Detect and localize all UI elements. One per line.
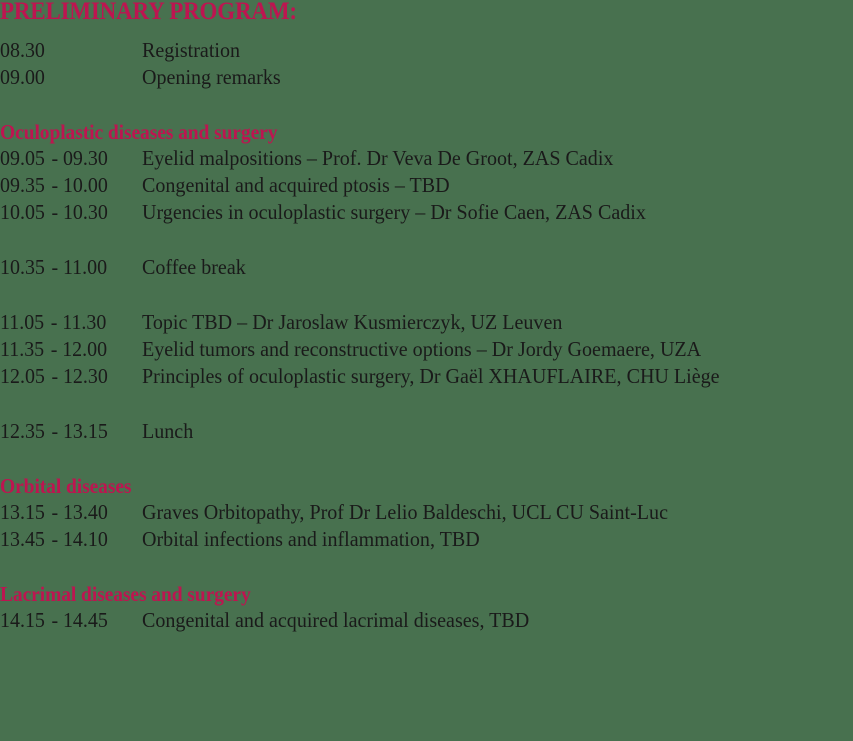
schedule-row-description: Principles of oculoplastic surgery, Dr G…	[142, 364, 720, 388]
time-end: 10.30	[62, 200, 108, 224]
schedule-row: 12.35-13.15 Lunch	[0, 419, 196, 443]
schedule-row-time: 10.35-11.00	[0, 255, 135, 279]
schedule-row-time: 08.30	[0, 38, 135, 62]
schedule-row: 09.35-10.00 Congenital and acquired ptosi…	[0, 173, 464, 197]
schedule-row-time: 11.05-11.30	[0, 310, 135, 334]
schedule-row: 11.05-11.30 Topic TBD – Dr Jaroslaw Kusmi…	[0, 310, 582, 334]
schedule-row-time: 13.45-14.10	[0, 527, 135, 551]
page-title: PRELIMINARY PROGRAM:	[0, 0, 297, 25]
section-heading: Lacrimal diseases and surgery	[0, 582, 251, 606]
time-end: 14.10	[62, 527, 108, 551]
time-start: 11.05	[0, 310, 45, 334]
schedule-row-description: Opening remarks	[142, 65, 281, 89]
time-range-dash: -	[51, 419, 59, 443]
schedule-row: 10.35-11.00 Coffee break	[0, 255, 251, 279]
schedule-row-time: 12.35-13.15	[0, 419, 135, 443]
schedule-row-time: 09.05-09.30	[0, 146, 135, 170]
time-start: 13.45	[0, 527, 45, 551]
schedule-row: 13.45-14.10 Orbital infections and inflam…	[0, 527, 496, 551]
schedule-row-description: Graves Orbitopathy, Prof Dr Lelio Baldes…	[142, 500, 668, 524]
schedule-row-time: 10.05-10.30	[0, 200, 135, 224]
time-start: 08.30	[0, 38, 45, 62]
time-start: 09.05	[0, 146, 45, 170]
time-range-dash: -	[51, 364, 59, 388]
schedule-row: 09.05-09.30 Eyelid malpositions – Prof. D…	[0, 146, 636, 170]
schedule-row-time: 09.35-10.00	[0, 173, 135, 197]
schedule-row-description: Eyelid malpositions – Prof. Dr Veva De G…	[142, 146, 614, 170]
schedule-row: 10.05-10.30 Urgencies in oculoplastic sur…	[0, 200, 670, 224]
schedule-row-time: 13.15-13.40	[0, 500, 135, 524]
schedule-row-description: Congenital and acquired ptosis – TBD	[142, 173, 450, 197]
schedule-row-time: 14.15-14.45	[0, 608, 135, 632]
schedule-row-description: Topic TBD – Dr Jaroslaw Kusmierczyk, UZ …	[142, 310, 563, 334]
time-end: 12.00	[62, 337, 108, 361]
time-end: 13.15	[62, 419, 108, 443]
time-start: 11.35	[0, 337, 45, 361]
time-range-dash: -	[51, 527, 59, 551]
time-range-dash: -	[51, 255, 59, 279]
time-end: 11.00	[62, 255, 108, 279]
schedule-row-description: Coffee break	[142, 255, 246, 279]
schedule-row-description: Lunch	[142, 419, 194, 443]
schedule-row-description: Registration	[142, 38, 241, 62]
schedule-row-description: Orbital infections and inflammation, TBD	[142, 527, 480, 551]
time-start: 14.15	[0, 608, 45, 632]
time-end: 09.30	[62, 146, 108, 170]
time-start: 09.00	[0, 65, 45, 89]
schedule-row: 13.15-13.40 Graves Orbitopathy, Prof Dr L…	[0, 500, 693, 524]
time-end: 10.00	[62, 173, 108, 197]
time-end: 11.30	[62, 310, 107, 334]
time-end: 12.30	[62, 364, 108, 388]
schedule-row-description: Urgencies in oculoplastic surgery – Dr S…	[142, 200, 646, 224]
schedule-row: 12.05-12.30 Principles of oculoplastic su…	[0, 364, 747, 388]
time-range-dash: -	[50, 310, 58, 334]
schedule-row-time: 11.35-12.00	[0, 337, 135, 361]
time-start: 12.35	[0, 419, 45, 443]
schedule-row-description: Eyelid tumors and reconstructive options…	[142, 337, 702, 361]
schedule-row-description: Congenital and acquired lacrimal disease…	[142, 608, 530, 632]
time-range-dash: -	[51, 173, 59, 197]
time-start: 10.05	[0, 200, 45, 224]
time-end: 14.45	[62, 608, 108, 632]
time-start: 10.35	[0, 255, 45, 279]
schedule-row-time: 12.05-12.30	[0, 364, 135, 388]
time-range-dash: -	[50, 337, 58, 361]
time-range-dash: -	[51, 200, 59, 224]
section-heading: Orbital diseases	[0, 474, 132, 498]
time-start: 12.05	[0, 364, 45, 388]
schedule-row: 09.00 Opening remarks	[0, 65, 287, 89]
time-range-dash: -	[51, 146, 59, 170]
schedule-row-time: 09.00	[0, 65, 135, 89]
time-range-dash: -	[51, 608, 59, 632]
schedule-row: 14.15-14.45 Congenital and acquired lacri…	[0, 608, 548, 632]
schedule-row: 08.30 Registration	[0, 38, 245, 62]
schedule-row: 11.35-12.00 Eyelid tumors and reconstruct…	[0, 337, 728, 361]
time-start: 09.35	[0, 173, 45, 197]
time-start: 13.15	[0, 500, 45, 524]
section-heading: Oculoplastic diseases and surgery	[0, 120, 278, 144]
time-end: 13.40	[62, 500, 108, 524]
time-range-dash: -	[51, 500, 59, 524]
